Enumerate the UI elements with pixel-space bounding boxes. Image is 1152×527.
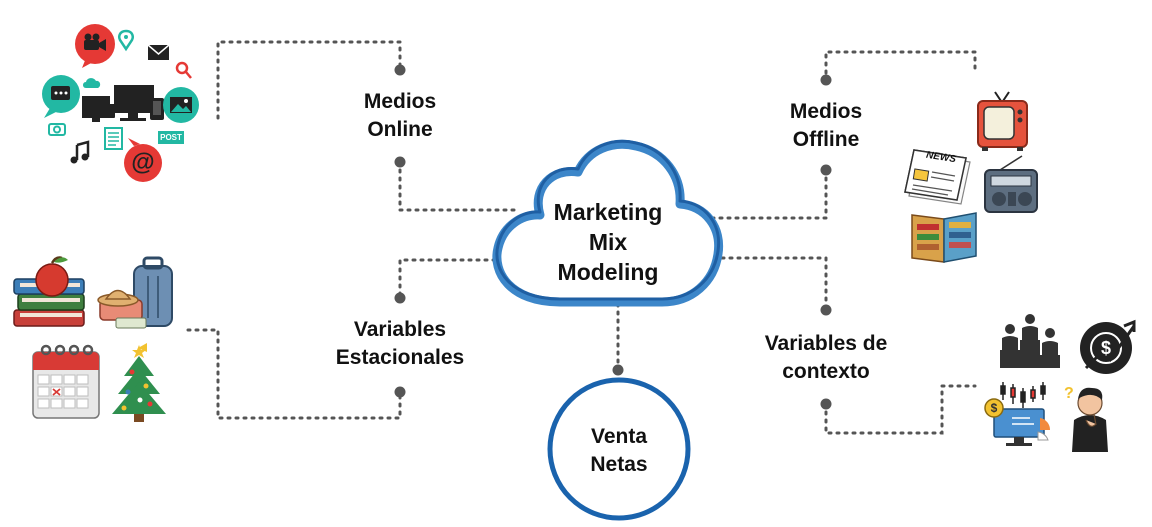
books-apple-icon <box>13 256 85 327</box>
small-cloud-icon <box>83 78 101 88</box>
video-camera-icon <box>75 24 115 68</box>
offline-media-line1: Medios <box>789 100 863 123</box>
dot-seasonal-bottom <box>394 386 406 398</box>
output-node-line1: Venta <box>590 425 648 448</box>
at-symbol-icon <box>124 138 162 182</box>
online-media-label: Medios Online <box>330 88 470 144</box>
calendar-icon <box>32 344 100 419</box>
offline-media-icons <box>904 91 1038 263</box>
online-media-line2: Online <box>367 118 433 141</box>
music-note-icon <box>70 140 90 164</box>
output-node-label: Venta Netas <box>559 423 679 479</box>
output-node-line2: Netas <box>590 453 648 476</box>
christmas-tree-icon <box>112 343 166 422</box>
seasonal-icons <box>13 256 173 422</box>
radio-icon <box>984 155 1038 213</box>
context-variables-line2: contexto <box>782 360 870 383</box>
podium-icon <box>1000 314 1060 368</box>
connector-online-top <box>216 40 402 120</box>
tv-icon <box>977 91 1028 151</box>
magazine-icon <box>911 212 977 263</box>
growth-dollar-label: $ <box>1100 338 1111 358</box>
cloud-shape <box>492 139 724 307</box>
connector-offline-top <box>824 50 977 82</box>
dot-offline-bottom <box>820 164 832 176</box>
dot-online-top <box>394 64 406 76</box>
envelope-icon <box>147 44 170 60</box>
dot-context-top <box>820 304 832 316</box>
dot-output <box>612 364 624 376</box>
context-icons: ? <box>984 314 1136 452</box>
context-variables-label: Variables de contexto <box>736 330 916 386</box>
output-circle <box>547 377 691 521</box>
seasonal-variables-line1: Variables <box>353 318 447 341</box>
center-node-line1: Marketing <box>553 199 663 225</box>
connector-seasonal-top <box>398 258 497 300</box>
offline-media-line2: Offline <box>792 128 860 151</box>
seasonal-variables-line2: Estacionales <box>335 346 465 369</box>
connector-online-bottom <box>398 160 517 212</box>
connector-offline-bottom <box>710 168 828 220</box>
location-pin-icon <box>118 29 134 52</box>
thinking-person-icon <box>1072 387 1108 452</box>
post-tag-icon <box>158 131 184 144</box>
newspaper-icon <box>904 149 971 205</box>
seasonal-variables-label: Variables Estacionales <box>310 316 490 372</box>
offline-media-label: Medios Offline <box>756 98 896 154</box>
center-node-label: Marketing Mix Modeling <box>528 197 688 287</box>
devices-icon <box>82 85 164 122</box>
document-icon <box>104 127 123 150</box>
coin-dollar-label: $ <box>990 401 998 415</box>
connectors <box>186 40 977 435</box>
dollar-growth-icon <box>1080 319 1136 374</box>
search-icon <box>175 61 192 79</box>
connector-dots <box>394 64 832 410</box>
image-icon <box>163 87 199 123</box>
post-tag-label: POST <box>160 133 182 142</box>
chat-bubble-icon <box>42 75 80 118</box>
dot-seasonal-top <box>394 292 406 304</box>
center-node-line3: Modeling <box>557 259 659 285</box>
dot-online-bottom <box>394 156 406 168</box>
connector-context-top <box>720 256 828 312</box>
dot-offline-top <box>820 74 832 86</box>
question-mark-icon: ? <box>1064 385 1074 402</box>
center-node-line2: Mix <box>588 229 628 255</box>
suitcase-icon <box>97 256 173 329</box>
connector-context-bottom <box>824 384 977 435</box>
at-symbol-label: @ <box>131 149 155 176</box>
monitor-chart-icon <box>984 382 1051 446</box>
context-variables-line1: Variables de <box>764 332 888 355</box>
camera-icon <box>48 123 66 136</box>
online-media-icons <box>42 24 199 182</box>
dot-context-bottom <box>820 398 832 410</box>
online-media-line1: Medios <box>363 90 437 113</box>
